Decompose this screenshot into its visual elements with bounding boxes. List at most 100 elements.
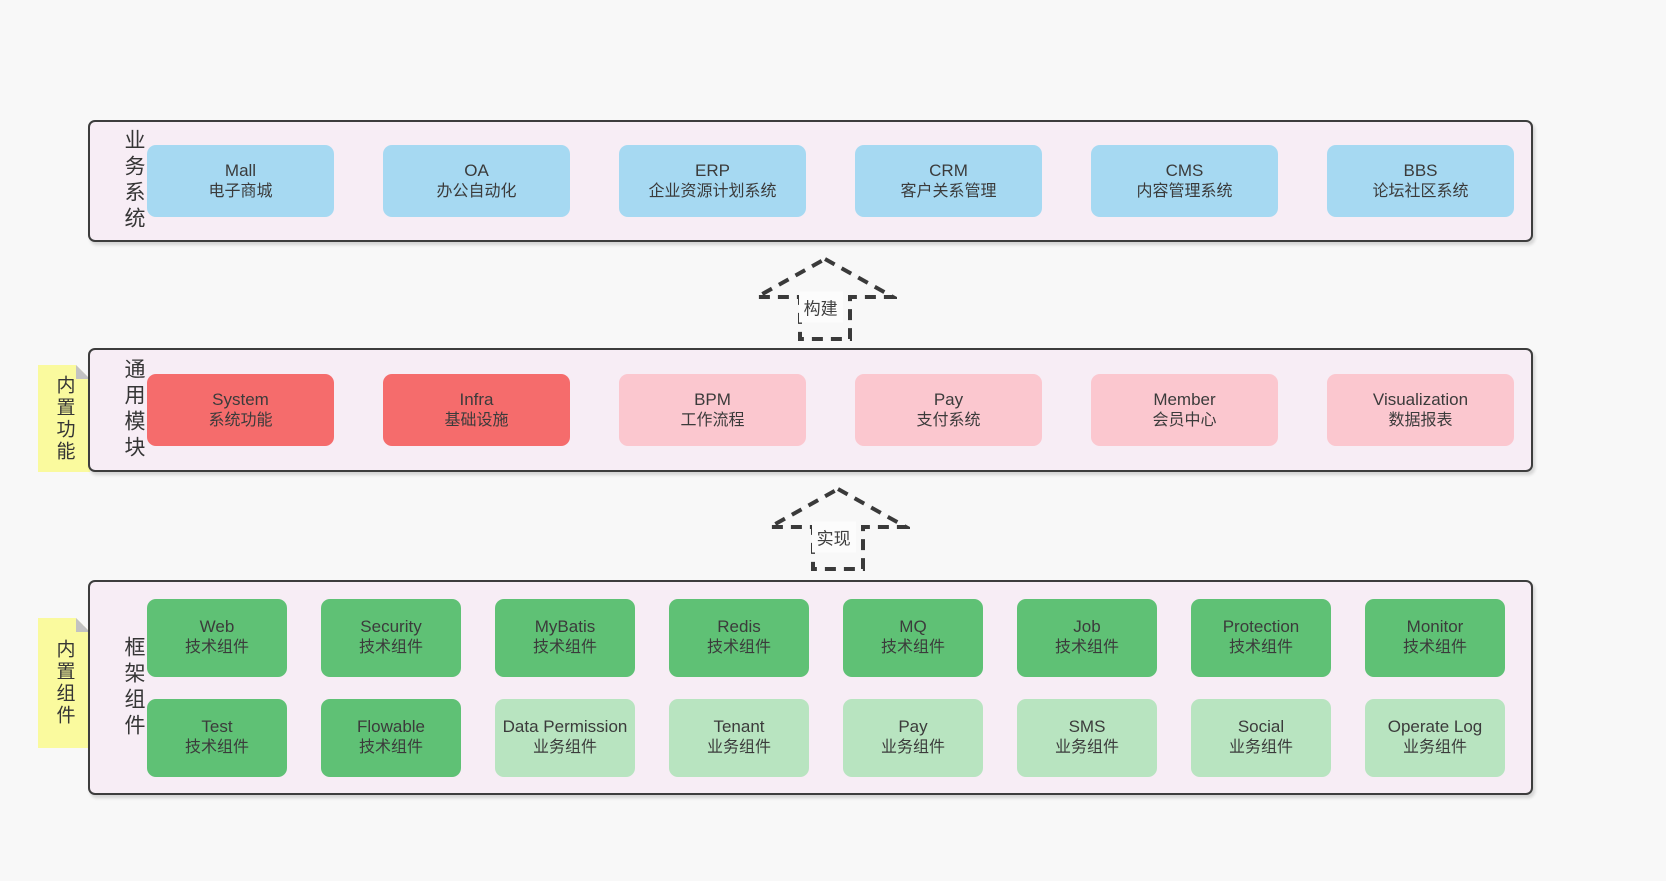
box-title: Flowable (356, 717, 426, 737)
box-title: Operate Log (1387, 717, 1483, 737)
panel-title: 业务系统 (122, 129, 145, 233)
common-modules-panel: 通用模块 System 系统功能 Infra 基础设施 BPM 工作流程 Pay… (88, 348, 1533, 472)
box-title: BPM (694, 389, 731, 409)
box-social: Social 业务组件 (1191, 698, 1331, 777)
box-subtitle: 技术组件 (1228, 639, 1293, 657)
box-subtitle: 技术组件 (358, 739, 423, 757)
box-subtitle: 技术组件 (184, 739, 249, 757)
tag-label: 内置组件 (53, 639, 75, 727)
box-mybatis: MyBatis 技术组件 (495, 598, 635, 677)
up-arrow-icon (766, 486, 910, 571)
builtin-components-tag: 内置组件 (38, 618, 90, 748)
business-systems-panel: 业务系统 Mall 电子商城 OA 办公自动化 ERP 企业资源计划系统 CRM… (88, 120, 1533, 242)
box-title: Pay (933, 389, 964, 409)
box-test: Test 技术组件 (147, 698, 287, 777)
box-title: Protection (1222, 617, 1300, 637)
box-title: MyBatis (534, 617, 596, 637)
box-title: Tenant (713, 717, 765, 737)
box-title: Mall (224, 160, 257, 180)
box-title: Web (199, 617, 235, 637)
box-title: SMS (1068, 717, 1106, 737)
box-subtitle: 系统功能 (208, 411, 273, 429)
box-subtitle: 业务组件 (706, 739, 771, 757)
box-web: Web 技术组件 (147, 598, 287, 677)
box-pay-component: Pay 业务组件 (843, 698, 983, 777)
framework-components-panel: 框架组件 Web 技术组件 Security 技术组件 MyBatis 技术组件… (88, 580, 1533, 795)
box-pay: Pay 支付系统 (855, 374, 1042, 446)
box-subtitle: 会员中心 (1152, 411, 1217, 429)
box-protection: Protection 技术组件 (1191, 598, 1331, 677)
implement-arrow: 实现 (766, 485, 910, 573)
box-cms: CMS 内容管理系统 (1091, 145, 1278, 217)
box-monitor: Monitor 技术组件 (1365, 598, 1505, 677)
box-title: OA (464, 160, 489, 180)
box-title: MQ (899, 617, 927, 637)
box-title: CMS (1165, 160, 1204, 180)
box-infra: Infra 基础设施 (383, 374, 570, 446)
box-subtitle: 支付系统 (916, 411, 981, 429)
box-data-permission: Data Permission 业务组件 (495, 698, 635, 777)
business-box-row: Mall 电子商城 OA 办公自动化 ERP 企业资源计划系统 CRM 客户关系… (147, 145, 1514, 217)
components-box-grid: Web 技术组件 Security 技术组件 MyBatis 技术组件 Redi… (147, 598, 1505, 777)
tag-label: 内置功能 (53, 374, 75, 463)
box-title: Monitor (1406, 617, 1464, 637)
box-subtitle: 内容管理系统 (1136, 182, 1233, 200)
box-title: Data Permission (502, 717, 628, 737)
box-subtitle: 基础设施 (444, 411, 509, 429)
box-crm: CRM 客户关系管理 (855, 145, 1042, 217)
box-title: Pay (898, 717, 928, 737)
box-title: CRM (929, 160, 968, 180)
panel-title: 通用模块 (122, 358, 145, 462)
box-title: Social (1237, 717, 1285, 737)
box-subtitle: 技术组件 (1054, 639, 1119, 657)
implement-arrow-label: 实现 (811, 521, 856, 553)
box-title: Job (1073, 617, 1101, 637)
box-subtitle: 工作流程 (680, 411, 745, 429)
box-title: Redis (717, 617, 761, 637)
box-subtitle: 企业资源计划系统 (648, 182, 777, 200)
box-title: BBS (1403, 160, 1438, 180)
build-arrow: 构建 (753, 255, 897, 343)
box-title: System (212, 389, 269, 409)
box-bbs: BBS 论坛社区系统 (1327, 145, 1514, 217)
box-redis: Redis 技术组件 (669, 598, 809, 677)
box-subtitle: 技术组件 (706, 639, 771, 657)
box-subtitle: 论坛社区系统 (1372, 182, 1469, 200)
box-erp: ERP 企业资源计划系统 (619, 145, 806, 217)
box-title: Member (1153, 389, 1216, 409)
up-arrow-icon (753, 256, 897, 341)
box-subtitle: 电子商城 (208, 182, 273, 200)
box-subtitle: 业务组件 (1402, 739, 1467, 757)
box-mall: Mall 电子商城 (147, 145, 334, 217)
box-system: System 系统功能 (147, 374, 334, 446)
build-arrow-label: 构建 (798, 291, 843, 323)
box-title: Test (201, 717, 233, 737)
box-subtitle: 业务组件 (880, 739, 945, 757)
box-subtitle: 业务组件 (1228, 739, 1293, 757)
box-sms: SMS 业务组件 (1017, 698, 1157, 777)
box-flowable: Flowable 技术组件 (321, 698, 461, 777)
box-security: Security 技术组件 (321, 598, 461, 677)
box-subtitle: 办公自动化 (436, 182, 517, 200)
box-subtitle: 客户关系管理 (900, 182, 997, 200)
box-title: Infra (459, 389, 494, 409)
box-bpm: BPM 工作流程 (619, 374, 806, 446)
panel-title: 框架组件 (122, 635, 145, 740)
box-subtitle: 技术组件 (532, 639, 597, 657)
box-visualization: Visualization 数据报表 (1327, 374, 1514, 446)
box-subtitle: 技术组件 (358, 639, 423, 657)
box-subtitle: 技术组件 (184, 639, 249, 657)
box-subtitle: 技术组件 (1402, 639, 1467, 657)
box-oa: OA 办公自动化 (383, 145, 570, 217)
box-subtitle: 业务组件 (1054, 739, 1119, 757)
box-title: Visualization (1372, 389, 1469, 409)
builtin-features-tag: 内置功能 (38, 365, 90, 472)
box-job: Job 技术组件 (1017, 598, 1157, 677)
box-subtitle: 业务组件 (532, 739, 597, 757)
box-title: ERP (695, 160, 730, 180)
box-title: Security (360, 617, 422, 637)
modules-box-row: System 系统功能 Infra 基础设施 BPM 工作流程 Pay 支付系统… (147, 374, 1514, 446)
box-tenant: Tenant 业务组件 (669, 698, 809, 777)
box-subtitle: 数据报表 (1388, 411, 1453, 429)
